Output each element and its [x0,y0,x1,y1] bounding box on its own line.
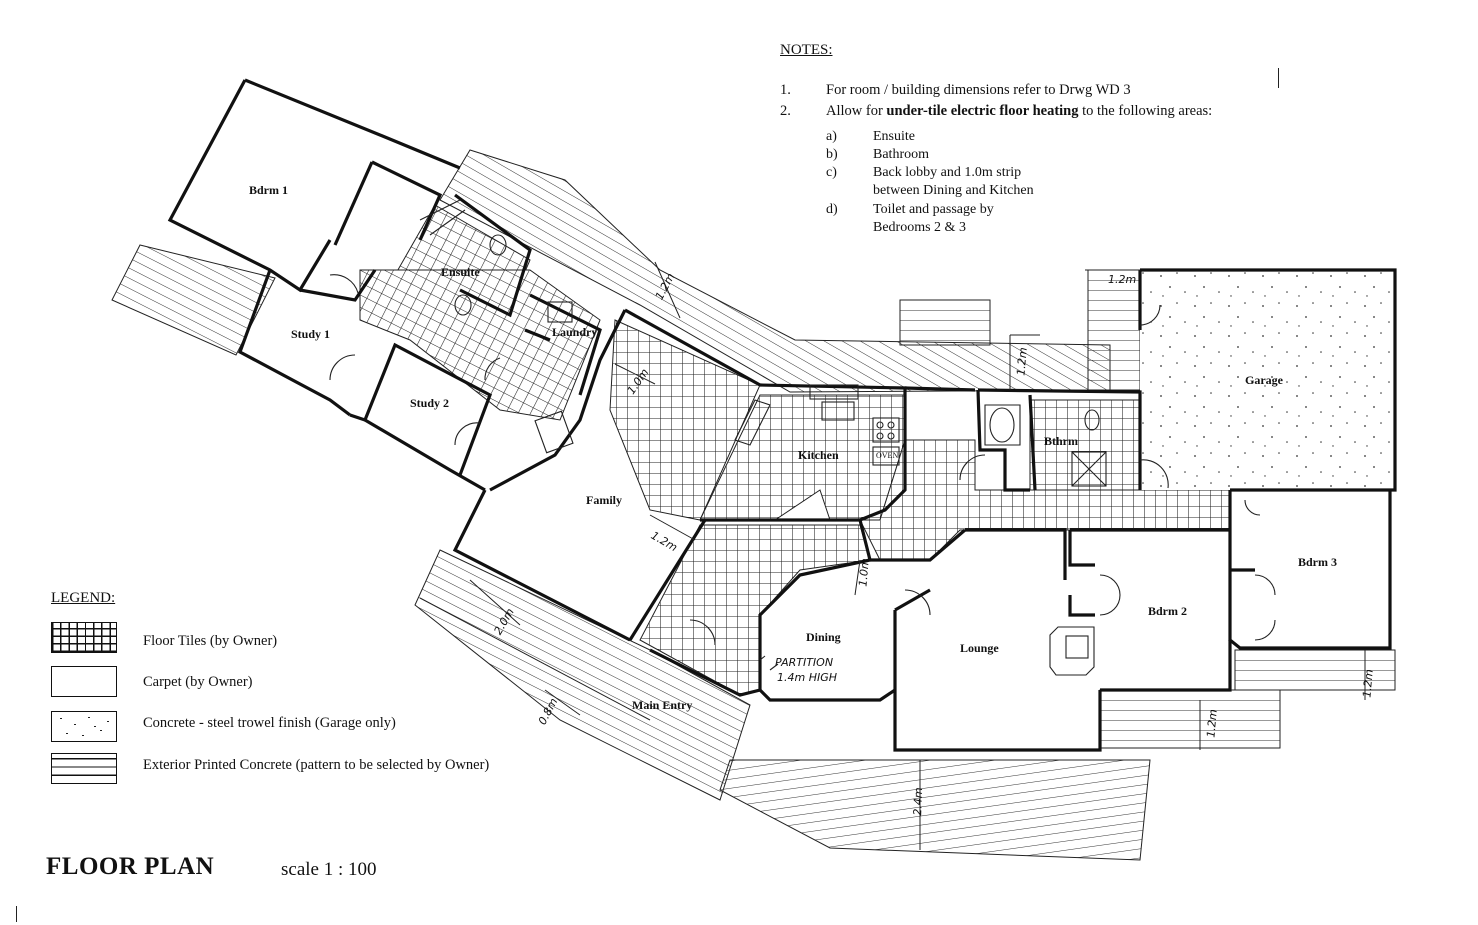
room-label-dining: Dining [806,630,841,644]
note-sub-text: Bedrooms 2 & 3 [873,220,966,235]
note-text: Allow for under-tile electric floor heat… [826,103,1212,120]
dimension-label: 1.2m [1360,668,1376,699]
legend-swatch-concrete [51,711,117,742]
building-walls [167,78,1397,752]
oven-label: OVEN [876,451,899,460]
partition-note: PARTITION [775,656,834,669]
drawing-scale: scale 1 : 100 [281,859,377,880]
room-label-kitchen: Kitchen [798,448,839,462]
garage-concrete [1140,272,1390,490]
edge-mark [16,906,17,922]
note-text-pre: Allow for [826,103,887,119]
note-sub-letter: a) [826,129,837,144]
legend-swatch-exterior-concrete [51,753,117,784]
legend-swatch-floor-tiles [51,622,117,653]
partition-height-note: 1.4m HIGH [777,671,838,684]
legend-label: Carpet (by Owner) [143,674,253,690]
note-sub-text: between Dining and Kitchen [873,183,1034,198]
note-sub-text: Toilet and passage by [873,202,994,217]
note-sub-text: Bathroom [873,147,929,162]
dimension-lines [419,261,1366,850]
note-number: 2. [780,103,791,119]
dimension-label: 2.4m [911,787,926,816]
room-label-bdrm1: Bdrm 1 [249,183,288,197]
room-label-study2: Study 2 [410,396,450,410]
room-label-lounge: Lounge [960,641,999,655]
dimension-label: 1.2m [1014,346,1030,377]
room-label-ensuite: Ensuite [441,265,480,279]
room-label-study1: Study 1 [291,327,331,341]
note-sub-text: Ensuite [873,129,915,144]
legend-label: Floor Tiles (by Owner) [143,633,278,649]
dimension-label: 1.2m [1204,708,1220,739]
room-label-bdrm2: Bdrm 2 [1148,604,1187,618]
legend-title: LEGEND: [51,590,116,606]
note-text-post: to the following areas: [1078,103,1213,119]
room-label-laundry: Laundry [552,325,598,339]
note-text: For room / building dimensions refer to … [826,82,1131,98]
fixtures-and-details [329,199,1276,676]
note-sub-letter: c) [826,165,837,180]
note-sub-letter: b) [826,147,838,162]
note-sub-letter: d) [826,202,838,217]
note-text-bold: under-tile electric floor heating [886,103,1079,119]
room-label-garage: Garage [1245,373,1283,387]
legend-label: Concrete - steel trowel finish (Garage o… [143,715,396,731]
note-number: 1. [780,82,791,98]
room-label-bthrm: Bthrm [1044,434,1078,448]
room-label-main-entry: Main Entry [632,698,693,712]
dimension-label: 1.2m [1108,273,1137,286]
room-label-bdrm3: Bdrm 3 [1298,555,1337,569]
legend-swatch-carpet [51,666,117,697]
room-label-family: Family [586,493,622,507]
exterior-concrete-areas [111,149,1396,861]
drawing-title: FLOOR PLAN [46,853,215,880]
legend-label: Exterior Printed Concrete (pattern to be… [143,757,490,773]
notes-title: NOTES: [780,42,833,58]
note-sub-text: Back lobby and 1.0m strip [873,165,1022,180]
dimension-label: 1.0m [856,557,872,588]
edge-mark [1278,68,1279,88]
